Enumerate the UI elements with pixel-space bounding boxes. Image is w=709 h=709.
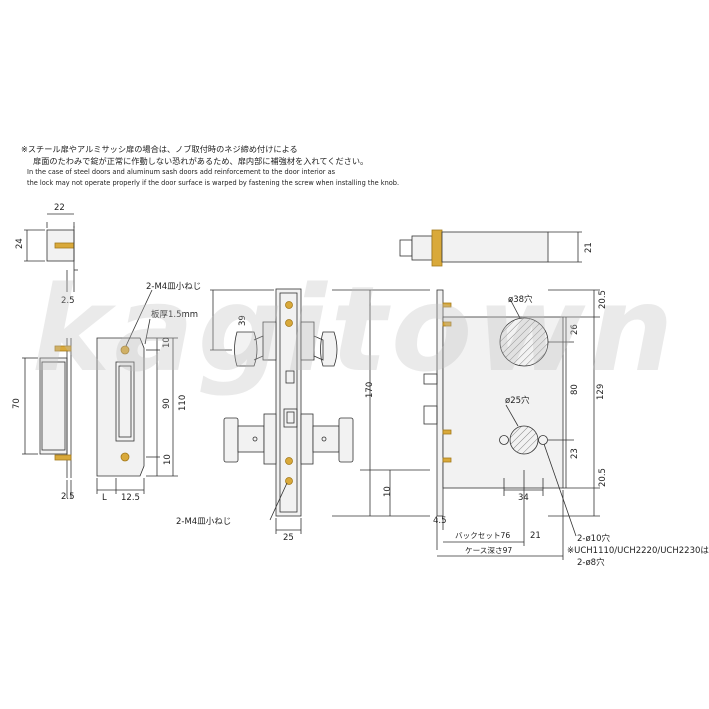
lockbody-top-case: [441, 231, 549, 263]
note-jp-line2: 扉面のたわみで錠が正常に作動しない恐れがあるため、扉内部に補強材を入れてください…: [33, 156, 369, 166]
dim-lockbody-26: 26: [570, 324, 580, 335]
faceplate-view: [210, 288, 430, 534]
strike-screw-top: [54, 242, 75, 249]
dead-bolt: [423, 405, 438, 425]
dim-lockbody-20-5-bottom: 20.5: [598, 468, 608, 487]
strike-plate-front: [96, 337, 145, 477]
deadbolt-slot: [283, 408, 298, 428]
faceplate-screw-2: [285, 319, 293, 327]
label-holes-10: 2-ø10穴: [577, 533, 610, 544]
dim-strike-side-height: 70: [12, 398, 22, 409]
dim-strike-mid: 90: [162, 398, 172, 409]
faceplate-screw-4: [285, 477, 293, 485]
lockbody-side-view: [423, 289, 600, 560]
dim-strike-height: 24: [15, 238, 25, 249]
dim-lockbody-34: 34: [518, 493, 529, 503]
strike-screw-lower: [54, 454, 72, 461]
dim-faceplate-39: 39: [238, 315, 248, 326]
strike-screw-hole-bottom: [120, 452, 130, 462]
faceplate-screw-1: [285, 301, 293, 309]
dim-strike-top: 10: [162, 337, 172, 348]
label-models-note: ※UCH1110/UCH2220/UCH2230は: [567, 546, 709, 556]
dim-faceplate-25: 25: [283, 533, 294, 543]
dim-faceplate-10: 10: [383, 486, 393, 497]
dim-lockbody-23: 23: [570, 448, 580, 459]
strike-screw-upper: [54, 345, 72, 352]
knob-left: [223, 417, 239, 463]
dim-lockbody-129: 129: [596, 384, 606, 400]
label-hole-25: ø25穴: [505, 395, 530, 406]
watermark-logo: kagitown: [31, 260, 678, 398]
label-plate-thickness: 板厚1.5mm: [151, 309, 198, 320]
dim-strike-width: 22: [54, 203, 65, 213]
dim-faceplate-170: 170: [365, 382, 375, 398]
strike-side-view: [22, 338, 72, 498]
latch-slot: [285, 370, 295, 384]
dim-lockbody-top-21: 21: [584, 242, 594, 253]
label-strike-screws: 2-M4皿小ねじ: [146, 281, 201, 292]
dim-lockbody-20-5-top: 20.5: [598, 290, 608, 309]
dim-case-depth: ケース深さ97: [465, 546, 512, 555]
label-holes-8: 2-ø8穴: [577, 557, 605, 568]
label-hole-38: ø38穴: [508, 294, 533, 305]
dim-strike-total: 110: [178, 395, 188, 411]
strike-top-view: [24, 213, 78, 292]
note-jp-line1: ※スチール扉やアルミサッシ扉の場合は、ノブ取付時のネジ締め付けによる: [21, 144, 298, 154]
dim-strike-offset-side: 2.5: [61, 492, 75, 502]
lockbody-top-view: [399, 229, 582, 267]
dim-strike-width12: 12.5: [121, 493, 140, 503]
hole-25-lower: [509, 425, 539, 455]
dim-lockbody-4-5: 4.5: [433, 516, 447, 526]
note-en-line1: In the case of steel doors and aluminum …: [27, 168, 336, 176]
dim-lockbody-21-bottom: 21: [530, 531, 541, 541]
strike-front-view: [96, 289, 178, 494]
label-faceplate-screws: 2-M4皿小ねじ: [176, 516, 231, 527]
dim-backset: バックセット76: [455, 531, 510, 540]
dim-lockbody-80: 80: [570, 384, 580, 395]
dim-strike-bottom: 10: [163, 454, 173, 465]
strike-opening: [115, 361, 135, 442]
thumbturn-right: [320, 331, 338, 367]
dim-strike-offset-top: 2.5: [61, 296, 75, 306]
dim-strike-l: L: [102, 493, 107, 503]
faceplate-screw-3: [285, 457, 293, 465]
latch-bolt: [423, 373, 438, 385]
knob-right: [338, 417, 354, 463]
note-en-line2: the lock may not operate properly if the…: [27, 179, 400, 187]
strike-screw-hole-top: [120, 345, 130, 355]
